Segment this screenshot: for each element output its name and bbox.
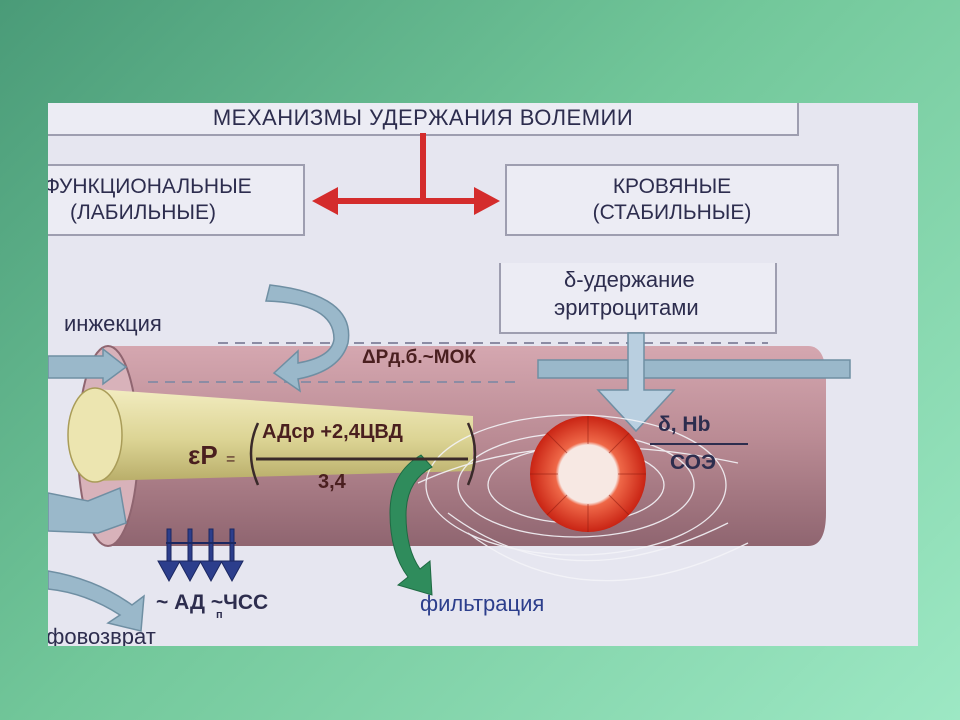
filtration-label: фильтрация — [420, 591, 545, 616]
functional-label-line1: ФУНКЦИОНАЛЬНЫЕ — [48, 175, 252, 198]
blood-box — [505, 164, 839, 236]
formula-numerator: АДср +2,4ЦВД — [262, 421, 403, 443]
formula-bracket-right — [466, 422, 477, 486]
blood-label-line1: КРОВЯНЫЕ — [612, 175, 732, 198]
formula-denominator: 3,4 — [318, 471, 346, 493]
injection-curve-arrow — [265, 284, 350, 393]
fraction-denominator: СОЭ — [670, 451, 716, 474]
core-opening — [67, 387, 123, 483]
red-arrow-left-head — [312, 187, 338, 215]
lymph-return-label: лимфовозврат — [48, 624, 156, 646]
diagram-canvas — [48, 103, 851, 632]
page-title: МЕХАНИЗМЫ УДЕРЖАНИЯ ВОЛЕМИИ — [212, 105, 634, 130]
bp-hr-label: ~ АД ~ЧСС — [156, 591, 268, 615]
retention-label-line1: δ-удержание — [564, 267, 695, 292]
formula-bracket-left — [249, 422, 260, 486]
pressure-drop-label: ΔPд.б.~МОК — [362, 347, 476, 368]
bottom-left-flow-arrow — [48, 486, 127, 534]
lymph-return-curve — [48, 570, 145, 632]
formula-equals: = — [226, 451, 236, 468]
bp-hr-text: ~ АД ~ЧСС — [156, 591, 269, 614]
functional-label-line2: (ЛАБИЛЬНЫЕ) — [70, 201, 216, 224]
bp-subscript: п — [216, 609, 223, 621]
fraction-numerator: δ, Hb — [658, 413, 711, 436]
ring-texture — [530, 416, 646, 532]
flow-band-right — [537, 359, 851, 379]
retention-down-arrow — [596, 332, 676, 433]
blood-label-line2: (СТАБИЛЬНЫЕ) — [592, 201, 752, 224]
injection-label: инжекция — [64, 311, 162, 336]
formula-lhs: εP — [188, 440, 218, 470]
retention-label-line2: эритроцитами — [554, 295, 699, 320]
pressure-down-arrows — [157, 528, 244, 583]
flow-band-left — [48, 347, 128, 386]
functional-box — [48, 164, 305, 236]
red-arrow-right-head — [474, 187, 500, 215]
slide-panel: МЕХАНИЗМЫ УДЕРЖАНИЯ ВОЛЕМИИ ФУНКЦИОНАЛЬН… — [48, 103, 918, 646]
filtration-green-arrow — [389, 454, 433, 596]
